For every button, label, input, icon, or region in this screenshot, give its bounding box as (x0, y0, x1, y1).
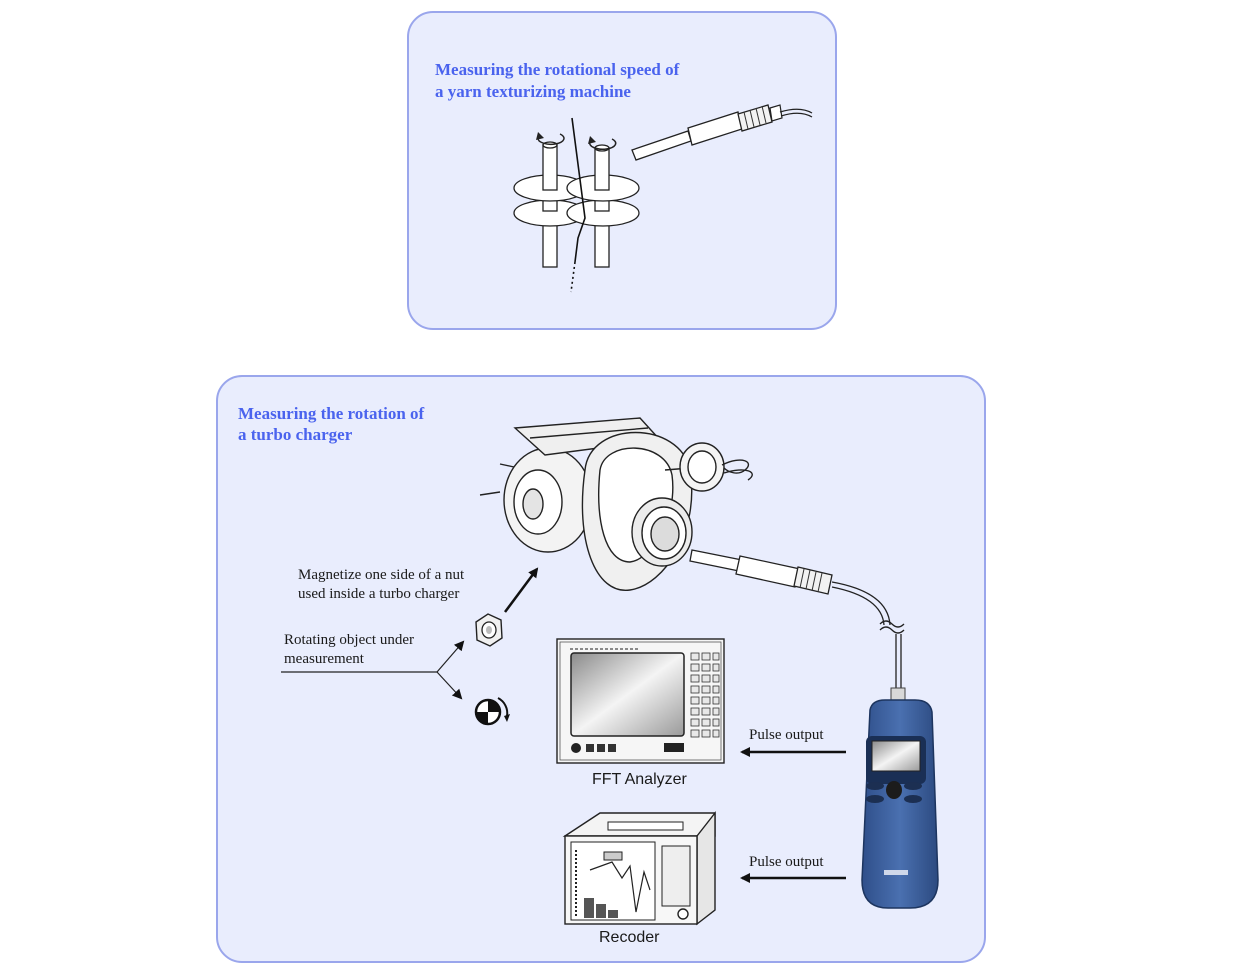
pulse-output-label-recorder: Pulse output (749, 854, 824, 870)
rotating-disc-icon (474, 697, 510, 726)
yarn-texturizing-panel (407, 11, 837, 330)
turbo-charger-drawing (479, 417, 753, 591)
magnetize-nut-note: Magnetize one side of a nut used inside … (298, 567, 465, 602)
nut-to-turbo-arrow (503, 567, 539, 613)
fft-analyzer-label: FFT Analyzer (592, 771, 687, 788)
handheld-tachometer (861, 687, 939, 909)
leader-arrow-to-disc (436, 671, 463, 700)
yarn-panel-title: Measuring the rotational speed of a yarn… (435, 60, 680, 101)
rotation-sensor-probe (631, 104, 813, 161)
turbo-panel-title: Measuring the rotation of a turbo charge… (238, 404, 425, 444)
pulse-output-label-fft: Pulse output (749, 727, 824, 743)
yarn-thread (571, 117, 586, 263)
leader-arrow-to-nut (436, 640, 465, 673)
recorder-label: Recoder (599, 929, 660, 946)
rotating-object-label: Rotating object under measurement (284, 632, 414, 667)
yarn-thread-dotted (570, 261, 576, 293)
turbo-sensor-probe (689, 549, 905, 690)
right-rotation-arrow-icon (589, 138, 617, 150)
fft-analyzer-device (556, 638, 725, 764)
recorder-device (562, 810, 716, 926)
left-rotation-arrow-icon (537, 133, 565, 146)
magnetized-nut-icon (475, 613, 503, 647)
